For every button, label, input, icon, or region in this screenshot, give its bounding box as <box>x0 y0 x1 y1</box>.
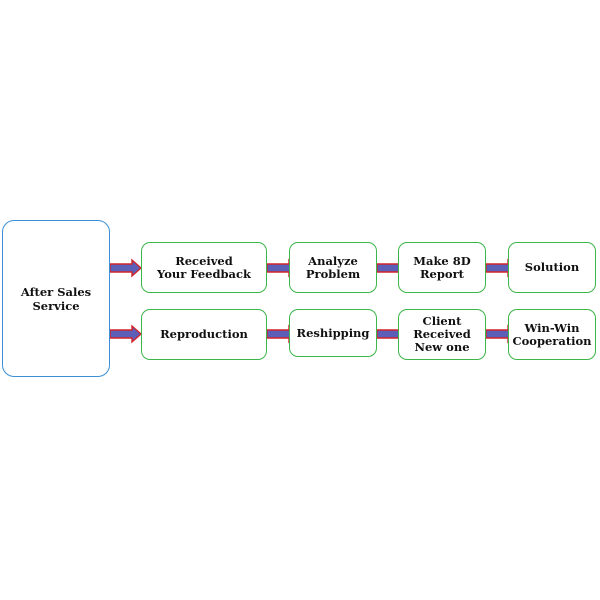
reproduction-box: Reproduction <box>141 309 267 360</box>
win-win-label: Win-Win Cooperation <box>512 320 592 348</box>
make-8d-report-box: Make 8D Report <box>398 242 486 293</box>
client-received-label: Client Received New one <box>413 314 471 354</box>
after-sales-service-label: After Sales Service <box>20 284 92 313</box>
received-feedback-box: Received Your Feedback <box>141 242 267 293</box>
reshipping-label: Reshipping <box>296 325 370 340</box>
arrow-source-to-feedback <box>109 259 142 277</box>
client-received-box: Client Received New one <box>398 309 486 360</box>
solution-label: Solution <box>524 260 580 274</box>
make-8d-report-label: Make 8D Report <box>413 253 471 281</box>
received-feedback-label: Received Your Feedback <box>157 253 251 281</box>
analyze-problem-box: Analyze Problem <box>289 242 377 293</box>
analyze-problem-label: Analyze Problem <box>305 253 361 281</box>
reshipping-box: Reshipping <box>289 309 377 357</box>
arrow-source-to-reproduction <box>109 325 142 343</box>
reproduction-label: Reproduction <box>160 327 248 341</box>
solution-box: Solution <box>508 242 596 293</box>
win-win-box: Win-Win Cooperation <box>508 309 596 360</box>
after-sales-service-box: After Sales Service <box>2 220 110 377</box>
